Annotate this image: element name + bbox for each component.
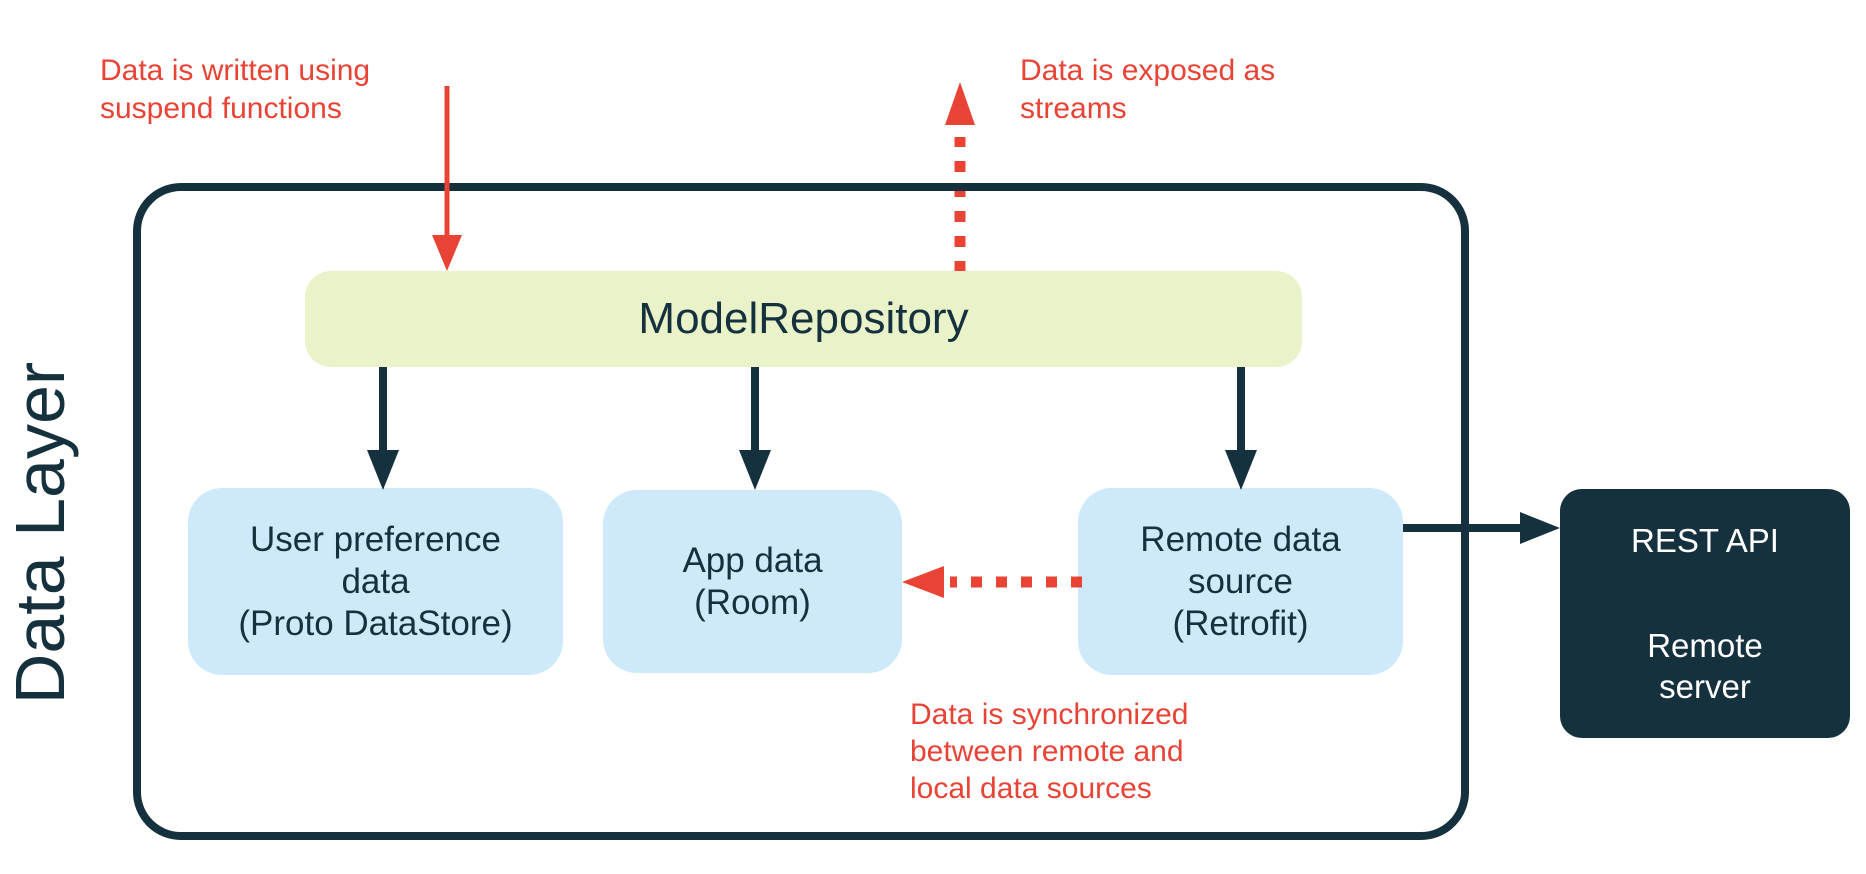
remote-data-source-label: Remote data source (Retrofit) — [1140, 519, 1341, 643]
annotation-sync-sources: Data is synchronized between remote and … — [910, 698, 1189, 805]
app-data-label: App data (Room) — [682, 540, 823, 622]
annotation-exposed-streams: Data is exposed as streams — [1020, 54, 1276, 125]
rest-api-label: REST API — [1631, 522, 1779, 559]
model-repository-label: ModelRepository — [638, 294, 969, 343]
data-layer-label: Data Layer — [1, 361, 79, 705]
user-preference-data-label: User preference data (Proto DataStore) — [238, 519, 513, 643]
model-repository-box: ModelRepository — [305, 271, 1302, 367]
app-data-box: App data (Room) — [603, 490, 902, 673]
remote-server-box: REST API Remote server — [1560, 489, 1850, 738]
data-layer-container — [133, 183, 1469, 840]
user-preference-data-box: User preference data (Proto DataStore) — [188, 488, 563, 675]
annotation-write-suspend: Data is written using suspend functions — [100, 54, 371, 125]
remote-data-source-box: Remote data source (Retrofit) — [1078, 488, 1403, 675]
remote-server-label: Remote server — [1647, 627, 1763, 705]
